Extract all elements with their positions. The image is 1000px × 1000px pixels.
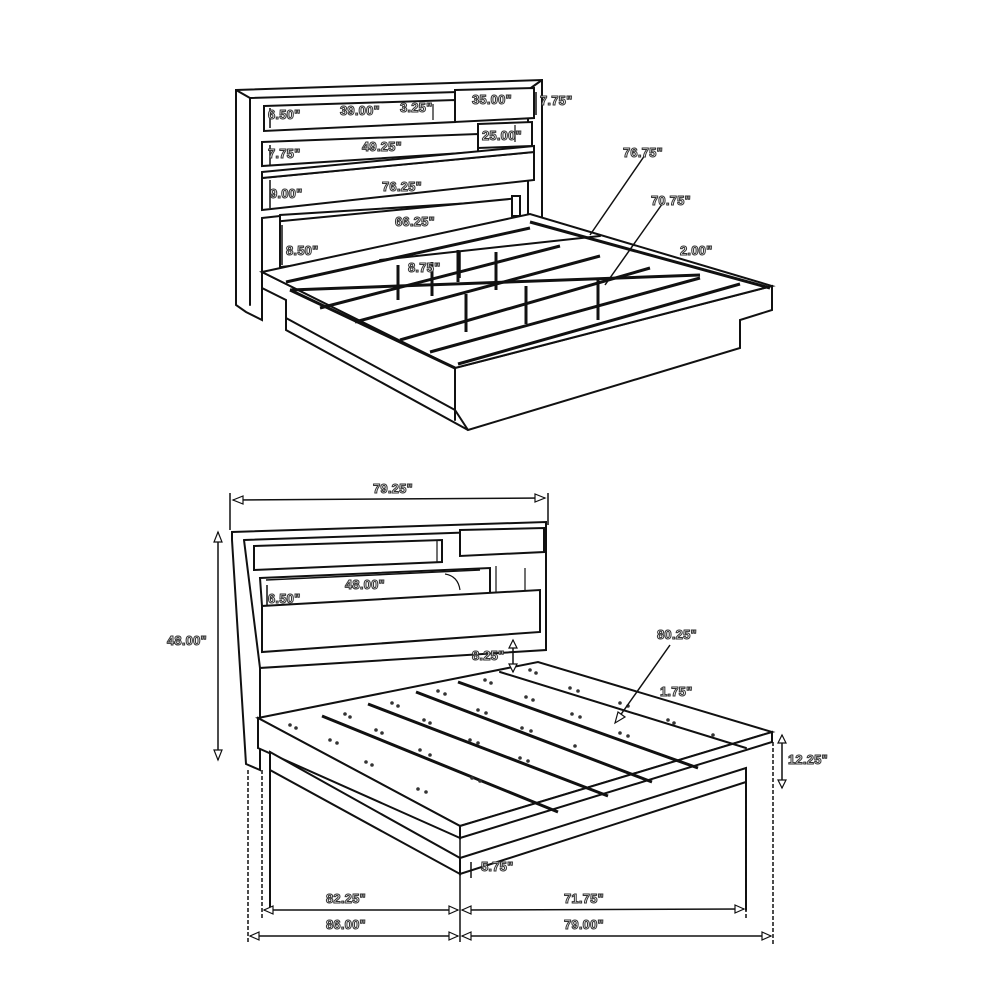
label-slat-length: 80.25" (657, 627, 698, 643)
label-shelf-width: 48.00" (345, 577, 386, 593)
label-cubby-width: 25.00" (482, 128, 523, 144)
label-side-height: 12.25" (788, 752, 829, 768)
label-shelf3-height: 9.00" (269, 186, 303, 202)
label-inner-rail-length: 70.75" (651, 193, 692, 209)
label-shelf3-width: 76.25" (382, 179, 423, 195)
label-small-gap: 3.25" (399, 100, 433, 116)
label-rail-depth: 2.00" (679, 243, 713, 259)
label-side-rail-length: 76.75" (623, 145, 664, 161)
label-overall-height: 48.00" (167, 633, 208, 649)
label-shelf-height-top: 6.50" (267, 107, 301, 123)
label-shelf-height: 6.50" (267, 591, 301, 607)
label-rail-height: 8.75" (407, 260, 441, 276)
slat-screw-dots (288, 668, 715, 794)
label-panel-width: 66.25" (395, 214, 436, 230)
label-panel-height: 8.50" (285, 243, 319, 259)
label-overall-width-bottom: 79.00" (564, 917, 605, 933)
label-drawer-height: 7.75" (539, 93, 573, 109)
top-bed-drawing (235, 78, 776, 432)
label-shelf-width-top: 39.00" (340, 103, 381, 119)
label-slat-ledge: 1.75" (659, 684, 693, 700)
label-shelf2-height: 7.75" (267, 146, 301, 162)
label-headboard-clearance: 8.25" (471, 648, 505, 664)
label-overall-width: 79.25" (373, 481, 414, 497)
label-overall-length: 86.00" (326, 917, 367, 933)
bottom-bed-drawing (213, 493, 787, 945)
label-inner-length: 82.25" (326, 891, 367, 907)
label-shelf2-width: 49.25" (362, 139, 403, 155)
label-inner-width: 71.75" (564, 891, 605, 907)
label-drawer-width: 35.00" (472, 92, 513, 108)
label-floor-clearance: 5.75" (480, 859, 514, 875)
